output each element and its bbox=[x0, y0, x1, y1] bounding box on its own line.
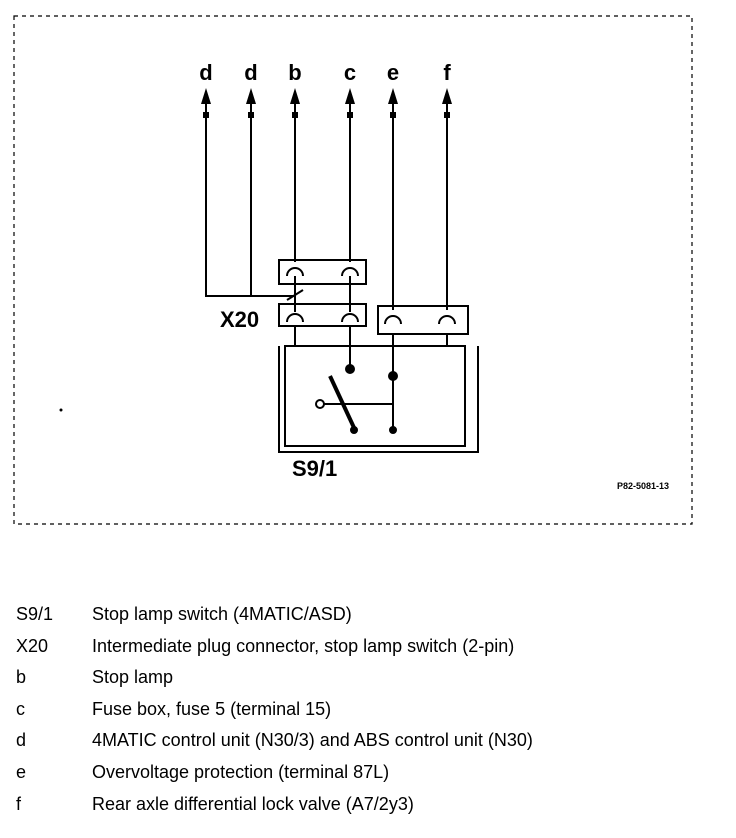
component-label-s9-1: S9/1 bbox=[292, 456, 337, 481]
figure-code: P82-5081-13 bbox=[617, 481, 669, 491]
arrow-d2 bbox=[246, 88, 256, 104]
stop-lamp-switch bbox=[278, 326, 479, 453]
arrow-c bbox=[345, 88, 355, 104]
wire-label-f: f bbox=[443, 60, 451, 85]
legend-code: e bbox=[16, 761, 27, 782]
legend-description: Rear axle differential lock valve (A7/2y… bbox=[92, 793, 414, 814]
legend-row-f: f Rear axle differential lock valve (A7/… bbox=[16, 794, 716, 826]
wire-d1 bbox=[205, 104, 295, 297]
legend: S9/1 Stop lamp switch (4MATIC/ASD) X20 I… bbox=[16, 604, 716, 825]
legend-row-s9-1: S9/1 Stop lamp switch (4MATIC/ASD) bbox=[16, 604, 716, 636]
arrow-e bbox=[388, 88, 398, 104]
legend-description: 4MATIC control unit (N30/3) and ABS cont… bbox=[92, 730, 533, 751]
legend-description: Stop lamp bbox=[92, 667, 174, 688]
legend-row-e: e Overvoltage protection (terminal 87L) bbox=[16, 762, 716, 794]
wire-label-d1: d bbox=[199, 60, 212, 85]
legend-description: Fuse box, fuse 5 (terminal 15) bbox=[92, 698, 332, 719]
wire-label-d2: d bbox=[244, 60, 257, 85]
stray-dot bbox=[59, 408, 63, 412]
wire-label-e: e bbox=[387, 60, 399, 85]
ef-connector bbox=[377, 305, 469, 335]
diagram-frame bbox=[13, 15, 693, 525]
legend-description: Intermediate plug connector, stop lamp s… bbox=[92, 635, 515, 656]
legend-row-b: b Stop lamp bbox=[16, 667, 716, 699]
legend-description: Overvoltage protection (terminal 87L) bbox=[92, 761, 390, 782]
connector-label-x20: X20 bbox=[220, 307, 259, 332]
legend-code: S9/1 bbox=[16, 604, 54, 624]
legend-row-c: c Fuse box, fuse 5 (terminal 15) bbox=[16, 699, 716, 731]
arrow-b bbox=[290, 88, 300, 104]
x20-connector bbox=[278, 259, 367, 327]
legend-description: Stop lamp switch (4MATIC/ASD) bbox=[92, 604, 352, 624]
wire-label-b: b bbox=[288, 60, 301, 85]
arrow-d1 bbox=[201, 88, 211, 104]
legend-code: f bbox=[16, 793, 22, 814]
legend-code: c bbox=[16, 698, 25, 719]
arrowheads bbox=[201, 88, 452, 118]
legend-code: b bbox=[16, 667, 27, 688]
arrow-f bbox=[442, 88, 452, 104]
wires bbox=[205, 104, 448, 310]
legend-row-d: d 4MATIC control unit (N30/3) and ABS co… bbox=[16, 730, 716, 762]
wire-label-c: c bbox=[344, 60, 356, 85]
legend-code: d bbox=[16, 730, 27, 751]
legend-row-x20: X20 Intermediate plug connector, stop la… bbox=[16, 636, 716, 668]
wiring-diagram: d d b c e f bbox=[13, 15, 693, 525]
legend-code: X20 bbox=[16, 635, 49, 656]
